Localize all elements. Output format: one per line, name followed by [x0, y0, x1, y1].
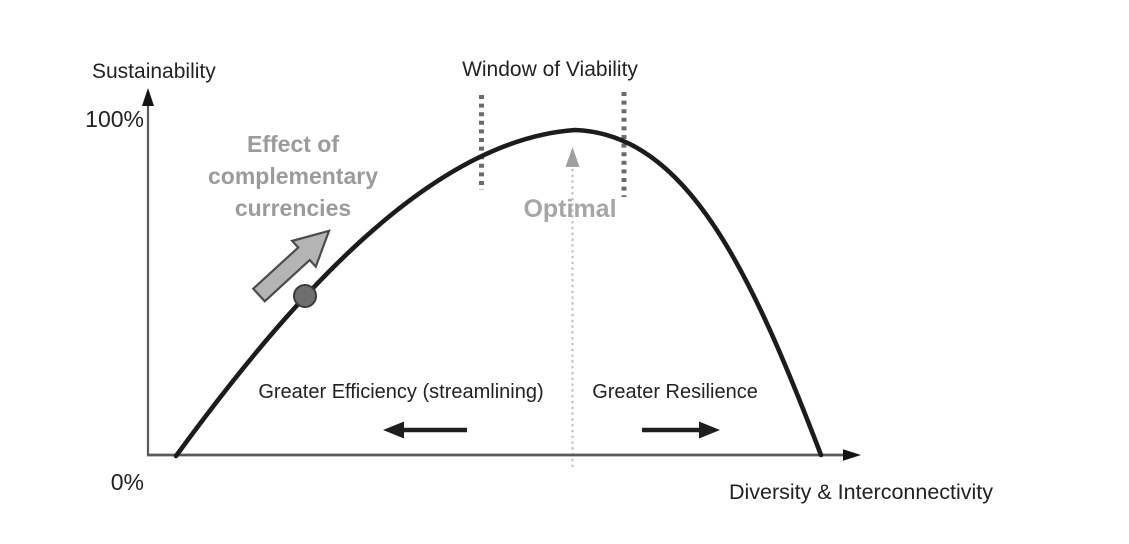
- y-axis-arrowhead-icon: [142, 88, 154, 106]
- window-of-viability-title: Window of Viability: [462, 58, 638, 81]
- effect-label-line1: Effect of: [247, 131, 339, 157]
- optimal-arrowhead-icon: [565, 147, 580, 167]
- optimal-label: Optimal: [523, 195, 617, 223]
- effect-label-line2: complementary: [207, 163, 378, 189]
- effect-direction-block-arrow-icon: [251, 229, 331, 303]
- effect-of-complementary-currencies-label: Effect of complementary currencies: [183, 128, 403, 224]
- y-axis-label: Sustainability: [92, 60, 216, 83]
- current-position-dot: [293, 284, 317, 308]
- greater-efficiency-left-arrow-icon: [383, 421, 467, 439]
- greater-resilience-right-arrow-icon: [642, 421, 720, 439]
- x-axis-arrowhead-icon: [843, 449, 861, 461]
- y-max-tick-label: 100%: [85, 106, 144, 132]
- sustainability-curve: [173, 127, 824, 459]
- greater-resilience-label: Greater Resilience: [592, 381, 758, 403]
- y-min-tick-label: 0%: [110, 469, 144, 495]
- x-axis-label: Diversity & Interconnectivity: [728, 480, 994, 504]
- greater-efficiency-label: Greater Efficiency (streamlining): [258, 381, 544, 403]
- block-arrow-shape: [251, 229, 331, 303]
- effect-label-line3: currencies: [234, 195, 352, 221]
